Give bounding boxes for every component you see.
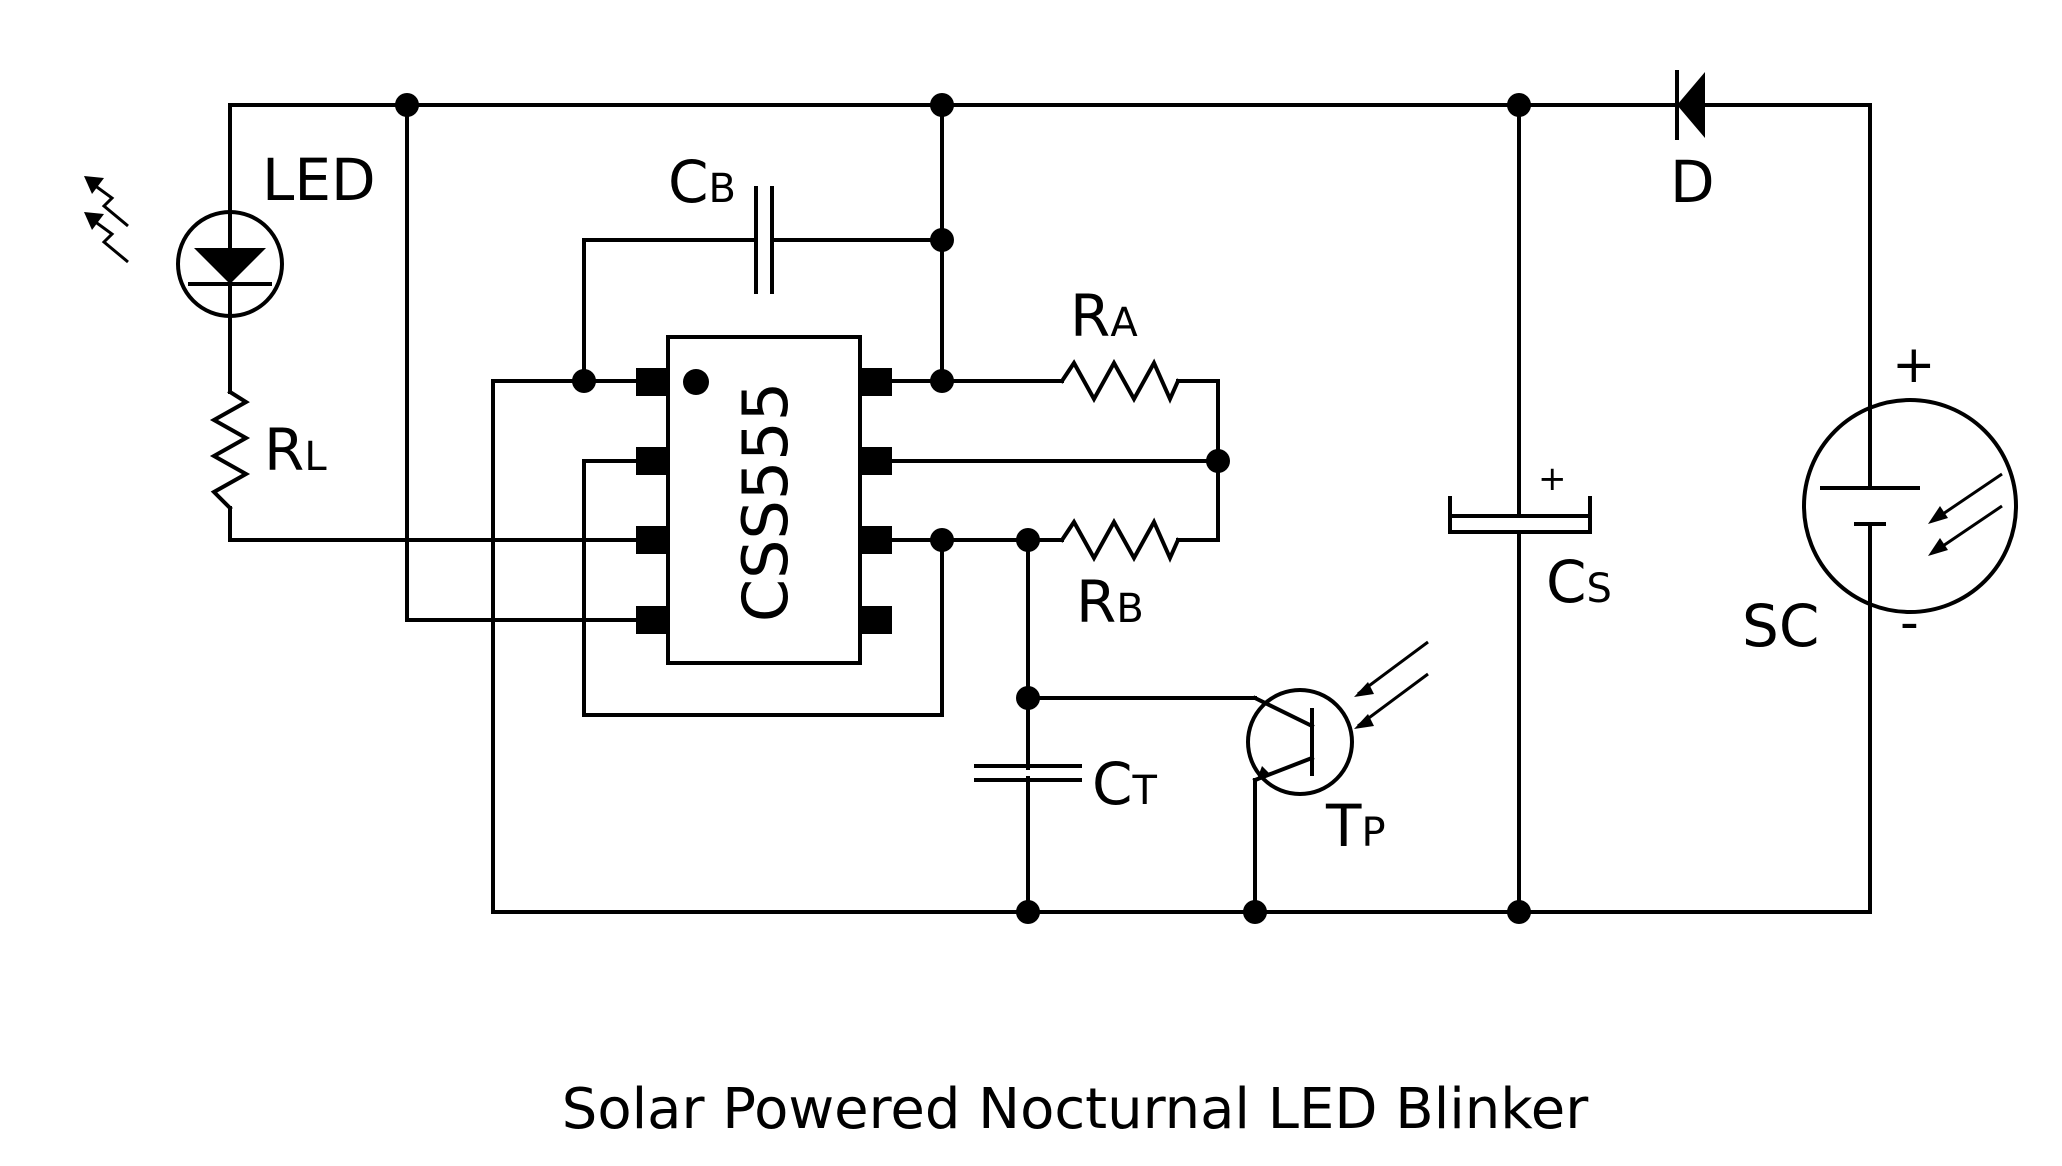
solar-cell-light-arrows-icon xyxy=(1928,472,2003,556)
ic-pins xyxy=(636,368,892,634)
sc-plus-label: + xyxy=(1892,335,1936,395)
cb-capacitor xyxy=(754,186,774,294)
rb-label: RB xyxy=(1076,568,1144,636)
led-branch xyxy=(228,103,644,542)
timing-wire xyxy=(1026,538,1257,914)
left-outer-wire xyxy=(491,379,644,914)
ra-label: RA xyxy=(1070,282,1138,350)
led-symbol xyxy=(176,210,284,318)
cs-capacitor xyxy=(1448,103,1592,914)
cs-label: CS xyxy=(1546,548,1612,616)
rl-resistor xyxy=(209,389,251,511)
ra-resistor xyxy=(1059,358,1181,404)
css555-ic: CSS555 xyxy=(636,335,892,665)
phototransistor-symbol xyxy=(1246,688,1354,914)
pin1-ground-wire xyxy=(405,103,644,622)
solar-cell-symbol xyxy=(1802,398,2018,614)
junction-dots xyxy=(395,93,1531,924)
sc-minus-label: - xyxy=(1900,593,1919,653)
phototransistor-light-arrows-icon xyxy=(1354,640,1429,729)
ic-right-wires xyxy=(890,379,1220,542)
rb-resistor xyxy=(1059,517,1181,563)
ic-label: CSS555 xyxy=(729,382,802,622)
diode-symbol xyxy=(1675,70,1705,140)
led-light-arrows-icon xyxy=(84,176,129,264)
inner-loop-wire xyxy=(582,459,944,717)
diagram-title: Solar Powered Nocturnal LED Blinker xyxy=(562,1077,1589,1142)
diode-label: D xyxy=(1670,148,1715,216)
cb-wire xyxy=(582,238,944,383)
ct-label: CT xyxy=(1092,750,1158,818)
ct-capacitor xyxy=(974,764,1082,782)
rl-label: RL xyxy=(264,416,327,484)
cs-polarity-label: + xyxy=(1538,459,1567,499)
cb-label: CB xyxy=(668,148,736,216)
led-label: LED xyxy=(262,146,376,214)
tp-label: TP xyxy=(1325,792,1386,860)
sc-label: SC xyxy=(1742,592,1819,660)
